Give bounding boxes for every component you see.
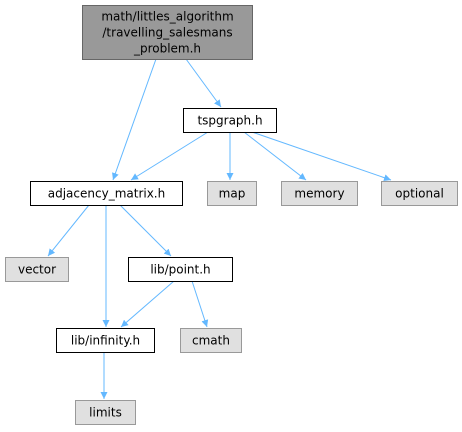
node-label: lib/infinity.h [71, 334, 140, 348]
node-root[interactable]: math/littles_algorithm/travelling_salesm… [82, 5, 253, 60]
node-memory[interactable]: memory [281, 181, 358, 206]
edges-layer [47, 58, 392, 399]
node-box [82, 5, 253, 60]
node-vector[interactable]: vector [5, 257, 69, 282]
node-limits[interactable]: limits [75, 400, 136, 425]
edge-point-to-cmath [191, 280, 209, 328]
node-box [180, 328, 242, 353]
node-label: memory [294, 187, 344, 201]
node-box [75, 400, 136, 425]
node-label: vector [18, 263, 56, 277]
node-infinity[interactable]: lib/infinity.h [56, 328, 155, 353]
node-box [183, 108, 277, 133]
node-point[interactable]: lib/point.h [128, 257, 233, 282]
node-label: optional [395, 187, 444, 201]
node-box [128, 257, 233, 282]
node-label: tspgraph.h [197, 114, 262, 128]
edge-tspgraph-to-adjacency [130, 131, 209, 181]
node-optional[interactable]: optional [381, 181, 458, 206]
node-box [381, 181, 458, 206]
node-box [56, 328, 155, 353]
edge-root-to-tspgraph [185, 58, 222, 108]
edge-tspgraph-to-memory [243, 131, 307, 181]
node-label: limits [89, 406, 122, 420]
edge-tspgraph-to-optional [251, 131, 392, 182]
edge-adjacency-to-vector [47, 204, 90, 257]
node-box [5, 257, 69, 282]
node-adjacency[interactable]: adjacency_matrix.h [30, 181, 183, 206]
node-box [207, 181, 257, 206]
edge-root-to-adjacency [112, 58, 157, 181]
edge-point-to-infinity [120, 280, 175, 328]
node-label: /travelling_salesmans [102, 26, 232, 40]
node-label: map [219, 187, 246, 201]
node-label: lib/point.h [150, 263, 210, 277]
node-label: adjacency_matrix.h [48, 187, 165, 201]
edge-adjacency-to-point [119, 204, 172, 257]
node-cmath[interactable]: cmath [180, 328, 242, 353]
nodes-layer: math/littles_algorithm/travelling_salesm… [5, 5, 458, 425]
node-label: cmath [192, 334, 230, 348]
node-box [281, 181, 358, 206]
node-tspgraph[interactable]: tspgraph.h [183, 108, 277, 133]
node-box [30, 181, 183, 206]
node-label: _problem.h [133, 42, 201, 56]
node-label: math/littles_algorithm [101, 10, 233, 24]
node-map[interactable]: map [207, 181, 257, 206]
